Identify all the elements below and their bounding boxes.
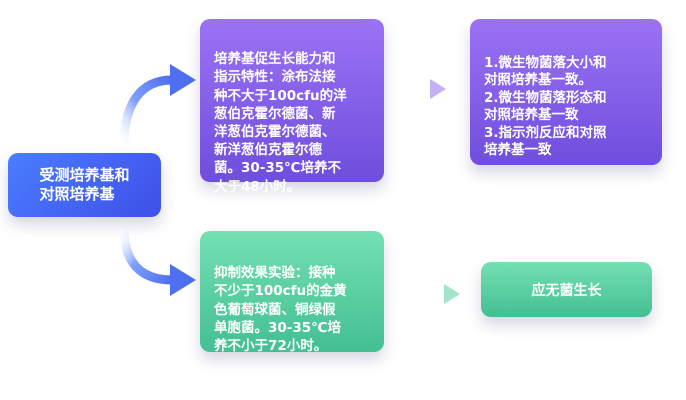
node-growth-criteria: 1.微生物菌落大小和 对照培养基一致。 2.微生物菌落形态和 对照培养基一致 3… [470,19,662,165]
node-inhibition-test-label: 抑制效果实验：接种 不少于100cfu的金黄 色葡萄球菌、铜绿假 单胞菌。30-… [214,265,347,355]
node-inhibition-criteria: 应无菌生长 [481,262,652,317]
node-inhibition-test: 抑制效果实验：接种 不少于100cfu的金黄 色葡萄球菌、铜绿假 单胞菌。30-… [200,231,384,355]
arrow-inhibition-to-result [405,284,460,304]
node-test-media-label: 受测培养基和 对照培养基 [39,166,130,203]
arrow-source-to-inhibition [119,223,196,296]
arrow-growth-to-result [395,79,446,99]
node-growth-promotion: 培养基促生长能力和 指示特性：涂布法接 种不大于100cfu的洋 葱伯克霍尔德菌… [200,19,384,195]
arrow-source-to-growth [119,64,196,150]
node-growth-criteria-label: 1.微生物菌落大小和 对照培养基一致。 2.微生物菌落形态和 对照培养基一致 3… [484,54,607,159]
node-inhibition-criteria-label: 应无菌生长 [531,282,602,299]
node-growth-promotion-label: 培养基促生长能力和 指示特性：涂布法接 种不大于100cfu的洋 葱伯克霍尔德菌… [214,51,347,195]
node-test-media: 受测培养基和 对照培养基 [8,153,161,217]
